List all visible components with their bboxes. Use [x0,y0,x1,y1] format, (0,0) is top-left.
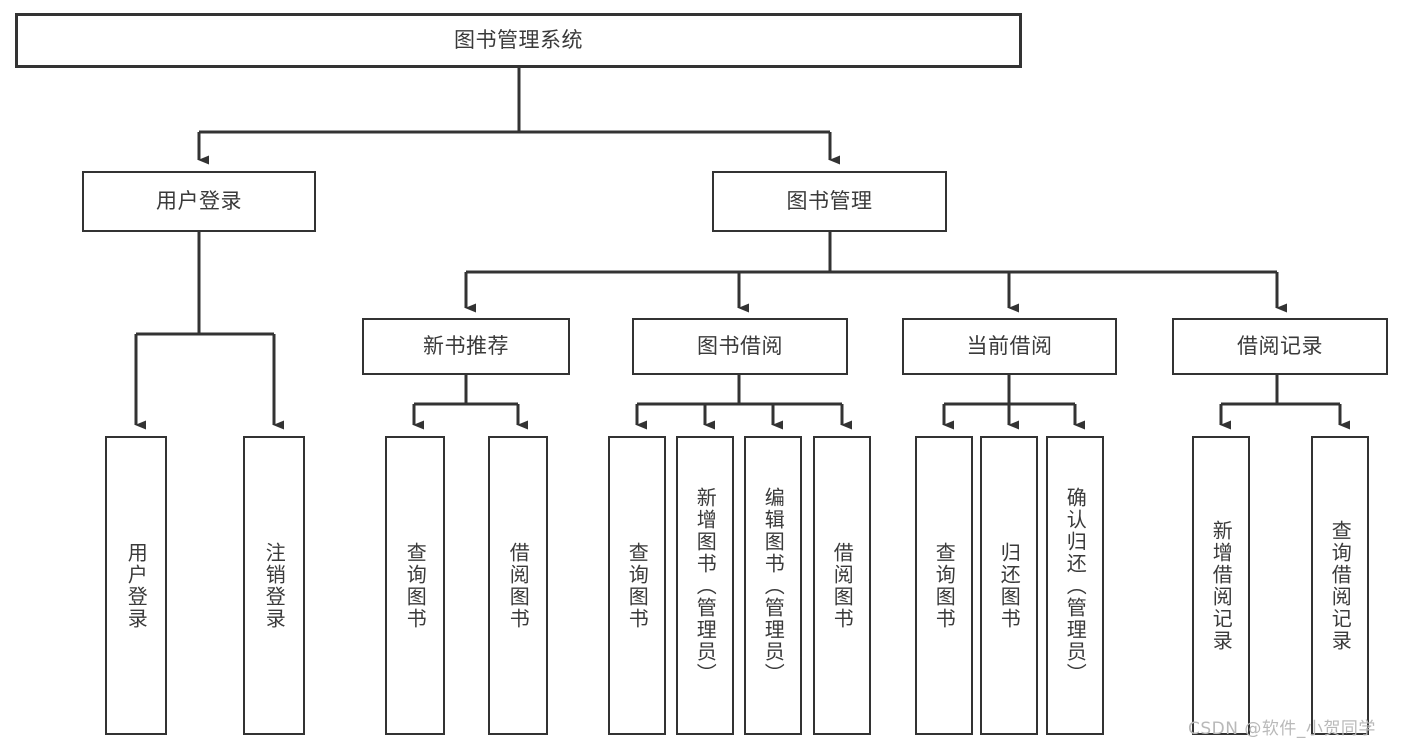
node-label: 用户登录 [156,189,242,214]
node-leaf-query-book-recommend[interactable]: 查询图书 [385,436,445,735]
node-label: 借阅图书 [506,541,531,630]
node-label: 借阅图书 [830,541,855,630]
node-current-borrow[interactable]: 当前借阅 [902,318,1117,375]
node-label: 用户登录 [124,541,149,630]
node-leaf-confirm-return[interactable]: 确认归还（管理员） [1046,436,1104,735]
node-leaf-query-book-borrow[interactable]: 查询图书 [608,436,666,735]
node-label: 查询图书 [932,541,957,630]
node-label: 查询借阅记录 [1328,519,1353,652]
node-label: 查询图书 [403,541,428,630]
node-leaf-logout-login[interactable]: 注销登录 [243,436,305,735]
node-label: 图书借阅 [697,334,783,359]
node-leaf-borrow-book[interactable]: 借阅图书 [813,436,871,735]
node-label: 新增借阅记录 [1209,519,1234,652]
node-label: 借阅记录 [1237,334,1323,359]
node-root-system[interactable]: 图书管理系统 [15,13,1022,68]
node-leaf-edit-book[interactable]: 编辑图书（管理员） [744,436,802,735]
node-label: 注销登录 [262,541,287,630]
node-label: 当前借阅 [966,334,1053,359]
node-label: 编辑图书（管理员） [761,486,786,685]
node-label: 归还图书 [997,541,1022,630]
csdn-watermark: CSDN @软件_小贺同学 [1188,719,1376,739]
node-leaf-user-login[interactable]: 用户登录 [105,436,167,735]
node-leaf-query-borrow-record[interactable]: 查询借阅记录 [1311,436,1369,735]
node-label: 新书推荐 [423,334,509,359]
node-label: 查询图书 [625,541,650,630]
node-leaf-return-book[interactable]: 归还图书 [980,436,1038,735]
node-book-borrow[interactable]: 图书借阅 [632,318,848,375]
node-leaf-add-borrow-record[interactable]: 新增借阅记录 [1192,436,1250,735]
node-leaf-borrow-book-recommend[interactable]: 借阅图书 [488,436,548,735]
node-label: 图书管理 [786,189,873,214]
node-leaf-query-book-current[interactable]: 查询图书 [915,436,973,735]
node-book-manage[interactable]: 图书管理 [712,171,947,232]
node-label: 图书管理系统 [454,28,583,53]
node-label: 新增图书（管理员） [693,486,718,685]
node-label: 确认归还（管理员） [1063,486,1088,685]
node-borrow-record[interactable]: 借阅记录 [1172,318,1388,375]
node-leaf-add-book[interactable]: 新增图书（管理员） [676,436,734,735]
node-user-login[interactable]: 用户登录 [82,171,316,232]
node-new-book-recommend[interactable]: 新书推荐 [362,318,570,375]
